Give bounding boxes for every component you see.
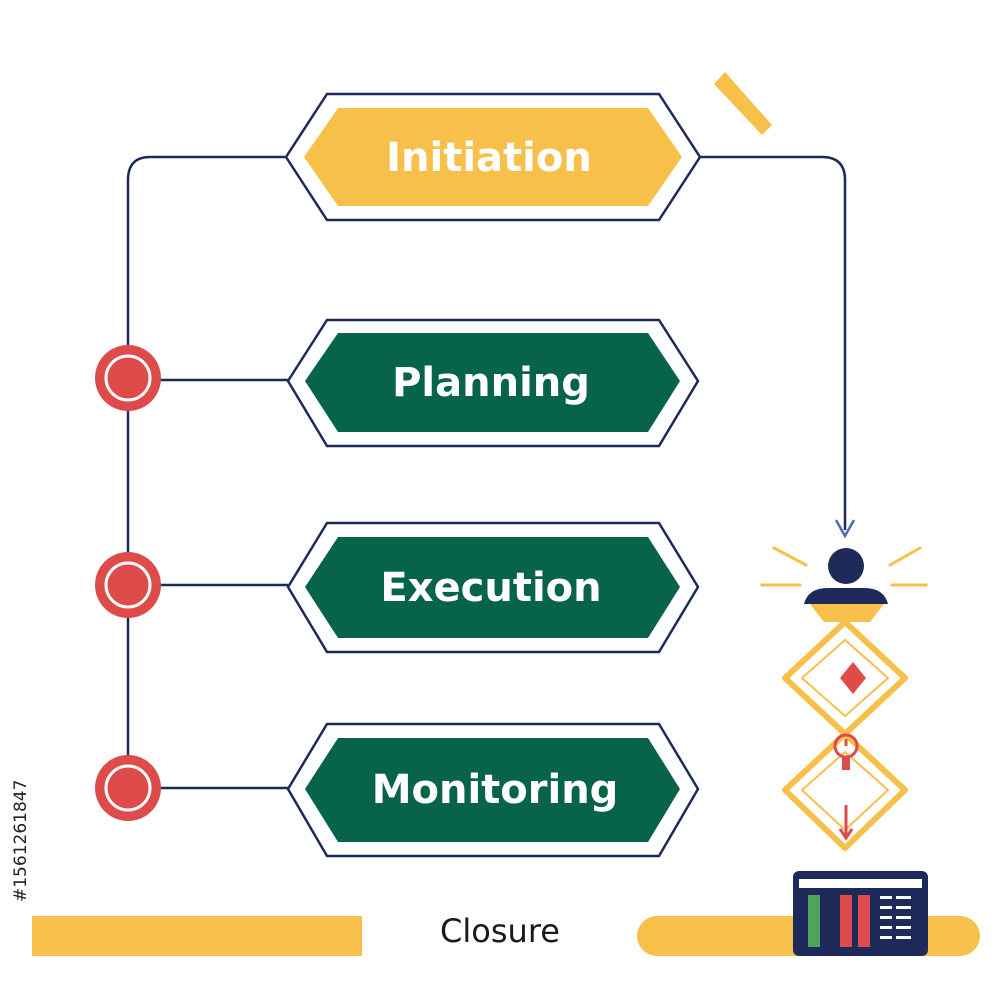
stage-monitoring-fill: [305, 738, 680, 842]
alert-mark-icon: [714, 72, 772, 135]
stage-monitoring-label: Monitoring: [372, 767, 619, 813]
stage-initiation-label: Initiation: [386, 135, 592, 181]
connector-lines: [126, 155, 847, 790]
person-lift-illustration: [760, 546, 928, 851]
stage-planning[interactable]: Planning: [286, 318, 700, 448]
person-icon: [828, 548, 864, 584]
right-flow-line: [698, 155, 847, 530]
stage-execution[interactable]: Execution: [286, 521, 700, 654]
flow-arrowhead-icon: [834, 519, 856, 539]
node-execution[interactable]: [95, 552, 161, 618]
dashboard-icon[interactable]: [793, 871, 928, 956]
stage-execution-label: Execution: [380, 565, 601, 611]
diamond-icon: [840, 662, 866, 694]
down-arrow-icon: [838, 805, 854, 841]
gauge-icon: [833, 733, 859, 770]
node-monitoring[interactable]: [95, 755, 161, 821]
left-spine-line: [126, 155, 285, 790]
stage-planning-fill: [305, 333, 680, 432]
stage-monitoring[interactable]: Monitoring: [286, 722, 700, 858]
closure-bar-left: [32, 916, 362, 956]
stage-execution-fill: [305, 537, 680, 638]
stage-initiation[interactable]: Initiation: [284, 92, 702, 222]
stage-initiation-fill: [304, 108, 682, 206]
person-body: [804, 588, 888, 604]
closure-label: Closure: [440, 912, 560, 950]
spark-rays-icon: [760, 546, 928, 587]
stage-planning-label: Planning: [392, 360, 590, 406]
node-planning[interactable]: [95, 345, 161, 411]
image-id-text: #1561261847: [11, 780, 31, 902]
